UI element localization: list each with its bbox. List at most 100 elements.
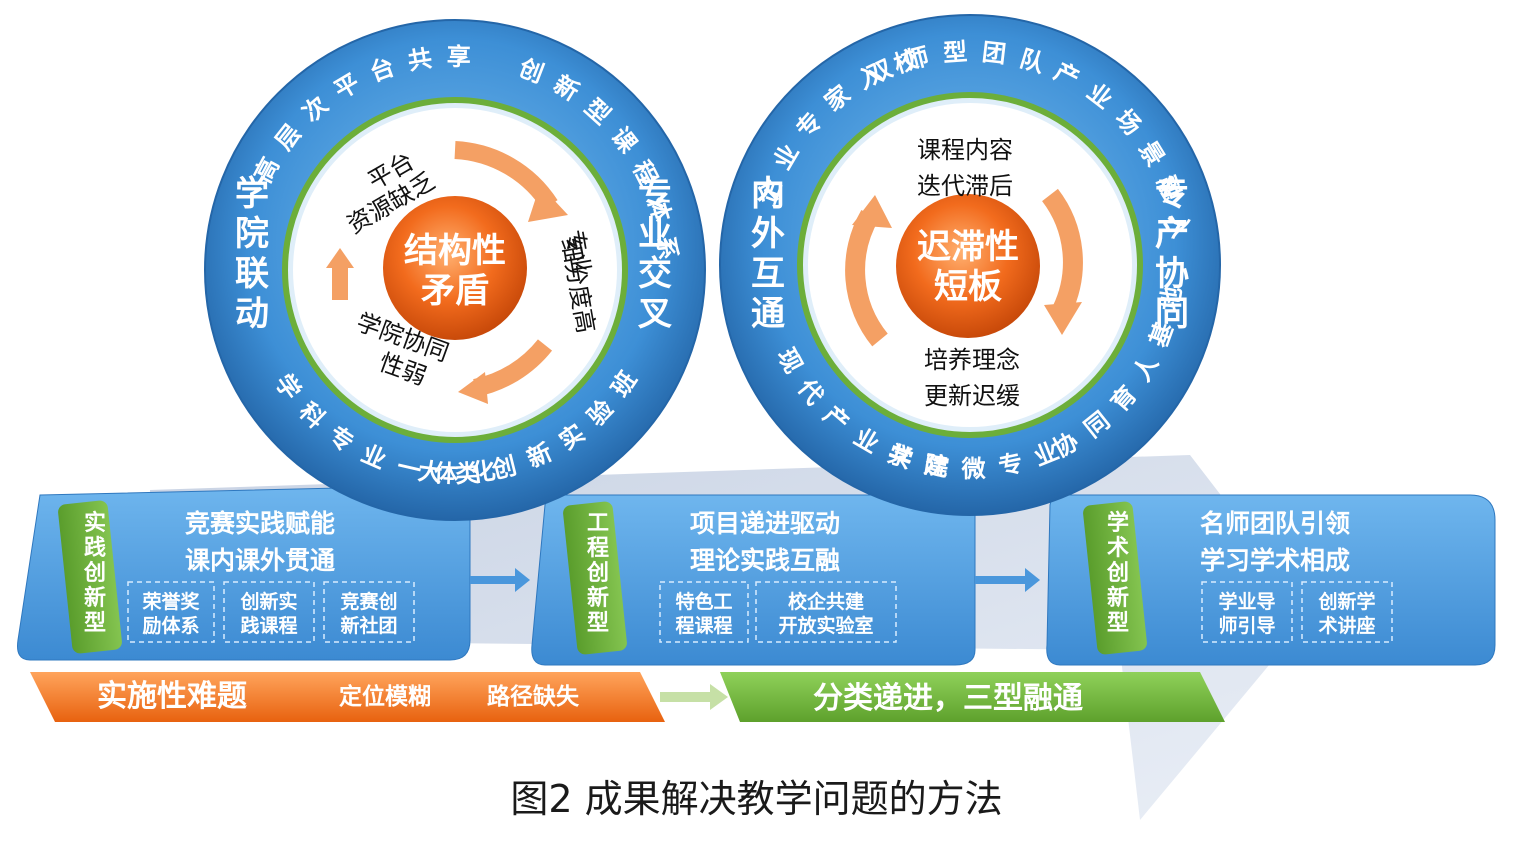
transition-arrow xyxy=(660,684,728,710)
right-ring-right-label: 专 xyxy=(1155,174,1189,214)
orange-bar xyxy=(30,672,665,722)
box-3-line1: 名师团队引领 xyxy=(1200,509,1350,538)
sub-box-practice-3 xyxy=(323,581,415,643)
left-ring-right-label: 叉 xyxy=(638,294,672,334)
sub-box-practice-1 xyxy=(127,581,215,643)
cycle-arrowhead-icon xyxy=(1044,302,1082,335)
sub-box-acad-1 xyxy=(1201,581,1293,643)
orange-bar-item-1: 定位模糊 xyxy=(339,683,431,710)
left-ring-right-label: 业 xyxy=(638,214,672,254)
box-3-tag: 新 xyxy=(1107,585,1129,611)
left-core-label: 结构性 xyxy=(404,231,506,271)
box-1-line2: 课内课外贯通 xyxy=(185,546,335,575)
cycle-arrowhead-icon xyxy=(326,248,354,268)
box-2-tag: 程 xyxy=(587,536,609,561)
left-ring-right-label: 专 xyxy=(638,174,672,214)
box-1-tag: 型 xyxy=(84,611,106,636)
left-ring-bottom-right-label: 类 xyxy=(455,459,482,488)
right-inner-item-2: 培养理念 xyxy=(924,346,1020,374)
box-1-sub-3: 竞赛创 xyxy=(340,590,397,613)
box-2-tag: 创 xyxy=(586,561,609,586)
box-2-line1: 项目递进驱动 xyxy=(690,509,840,538)
box-3-tag: 学 xyxy=(1107,510,1129,536)
figure-caption: 图2 成果解决教学问题的方法 xyxy=(510,777,1003,821)
right-ring-bottom-right-label: 地 xyxy=(1155,285,1187,313)
right-circle xyxy=(719,14,1221,516)
right-inner-item-2: 更新迟缓 xyxy=(924,382,1020,410)
right-inner-item-1: 迭代滞后 xyxy=(917,172,1013,200)
right-ring-right-label: 同 xyxy=(1155,294,1189,334)
right-ring-bottom-label: 建 xyxy=(922,450,950,482)
box-1-sub-3: 新社团 xyxy=(340,614,397,637)
box-1-sub-1: 荣誉奖 xyxy=(141,590,200,613)
right-ring-bottom-label: 微 xyxy=(960,455,985,483)
right-core-label: 短板 xyxy=(934,267,1002,307)
sub-box-practice-2 xyxy=(223,581,315,643)
cycle-arrow-icon xyxy=(845,209,888,347)
left-ring-top-left-label: 共 xyxy=(406,44,434,76)
green-bar-title: 分类递进，三型融通 xyxy=(813,681,1083,716)
left-ring-left-label: 动 xyxy=(235,294,269,334)
box-1-sub-1: 励体系 xyxy=(142,614,199,637)
right-ring-left-label: 内 xyxy=(751,174,785,214)
green-bar xyxy=(720,672,1225,722)
box-3-sub-2: 术讲座 xyxy=(1318,614,1375,637)
box-2-line2: 理论实践互融 xyxy=(690,546,840,575)
box-2-tag: 工 xyxy=(587,511,609,536)
cycle-arrowhead-icon xyxy=(458,372,488,404)
right-ring-bottom-left-label: 院 xyxy=(922,450,950,482)
box-2-tag: 新 xyxy=(587,585,609,611)
box-2-tag: 型 xyxy=(587,611,609,636)
left-ring-left-label: 联 xyxy=(235,254,269,294)
box-1-sub-2: 创新实 xyxy=(239,590,297,613)
sub-box-eng-2 xyxy=(755,581,897,643)
box-3-sub-2: 创新学 xyxy=(1317,590,1375,613)
right-ring-top-label: 团 xyxy=(981,38,1008,69)
box-arrow-1 xyxy=(470,568,530,592)
box-2-sub-1: 程课程 xyxy=(675,615,732,637)
box-arrow-2 xyxy=(975,568,1040,592)
left-ring-top-right-label: 系 xyxy=(652,234,682,261)
orange-bar-item-2: 路径缺失 xyxy=(487,683,580,710)
right-ring-right-label: 产 xyxy=(1155,214,1189,254)
right-ring-right-label: 协 xyxy=(1155,254,1189,294)
right-inner-item-1: 课程内容 xyxy=(917,136,1013,164)
box-2-sub-2: 校企共建 xyxy=(788,590,864,613)
sub-box-acad-2 xyxy=(1301,581,1393,643)
right-ring-left-label: 外 xyxy=(751,214,785,254)
left-ring-left-label: 院 xyxy=(235,214,269,254)
left-ring-left-label: 学 xyxy=(235,174,269,214)
box-3-tag: 创 xyxy=(1106,561,1129,586)
sub-box-eng-1 xyxy=(659,581,749,643)
left-ring-bottom-left-label: 体 xyxy=(434,459,460,488)
left-ring-right-label: 交 xyxy=(638,254,672,294)
box-engineering xyxy=(531,494,976,666)
box-1-tag: 创 xyxy=(83,561,106,586)
box-3-line2: 学习学术相成 xyxy=(1200,546,1350,575)
left-ring-bottom-right-label: 大 xyxy=(417,457,444,488)
right-ring-top-right-label: 入 xyxy=(1164,212,1196,241)
right-ring-top-label: 型 xyxy=(942,38,968,68)
box-2-sub-2: 开放实验室 xyxy=(778,614,873,637)
box-1-line1: 竞赛实践赋能 xyxy=(185,509,335,538)
left-core-label: 矛盾 xyxy=(421,271,489,311)
box-1-tag: 新 xyxy=(84,585,106,611)
orange-bar-title: 实施性难题 xyxy=(97,679,247,714)
box-academic xyxy=(1046,494,1496,666)
left-circle xyxy=(204,19,706,521)
box-practice xyxy=(17,484,471,661)
right-ring-bottom-label: 专 xyxy=(996,449,1025,481)
box-3-sub-1: 师引导 xyxy=(1218,615,1275,637)
box-2-sub-1: 特色工 xyxy=(675,590,732,613)
left-ring-bottom-left-label: 化 xyxy=(470,456,498,487)
right-core-label: 迟滞性 xyxy=(917,227,1019,267)
left-ring-top-left-label: 享 xyxy=(446,43,470,71)
box-1-tag: 实 xyxy=(84,510,106,536)
cycle-arrow-icon xyxy=(1041,188,1083,315)
right-ring-left-label: 通 xyxy=(751,294,785,334)
box-1-tag: 践 xyxy=(84,536,106,561)
box-3-tag: 术 xyxy=(1107,536,1129,561)
cycle-arrowhead-icon xyxy=(852,195,892,228)
box-1-sub-2: 践课程 xyxy=(240,614,297,637)
